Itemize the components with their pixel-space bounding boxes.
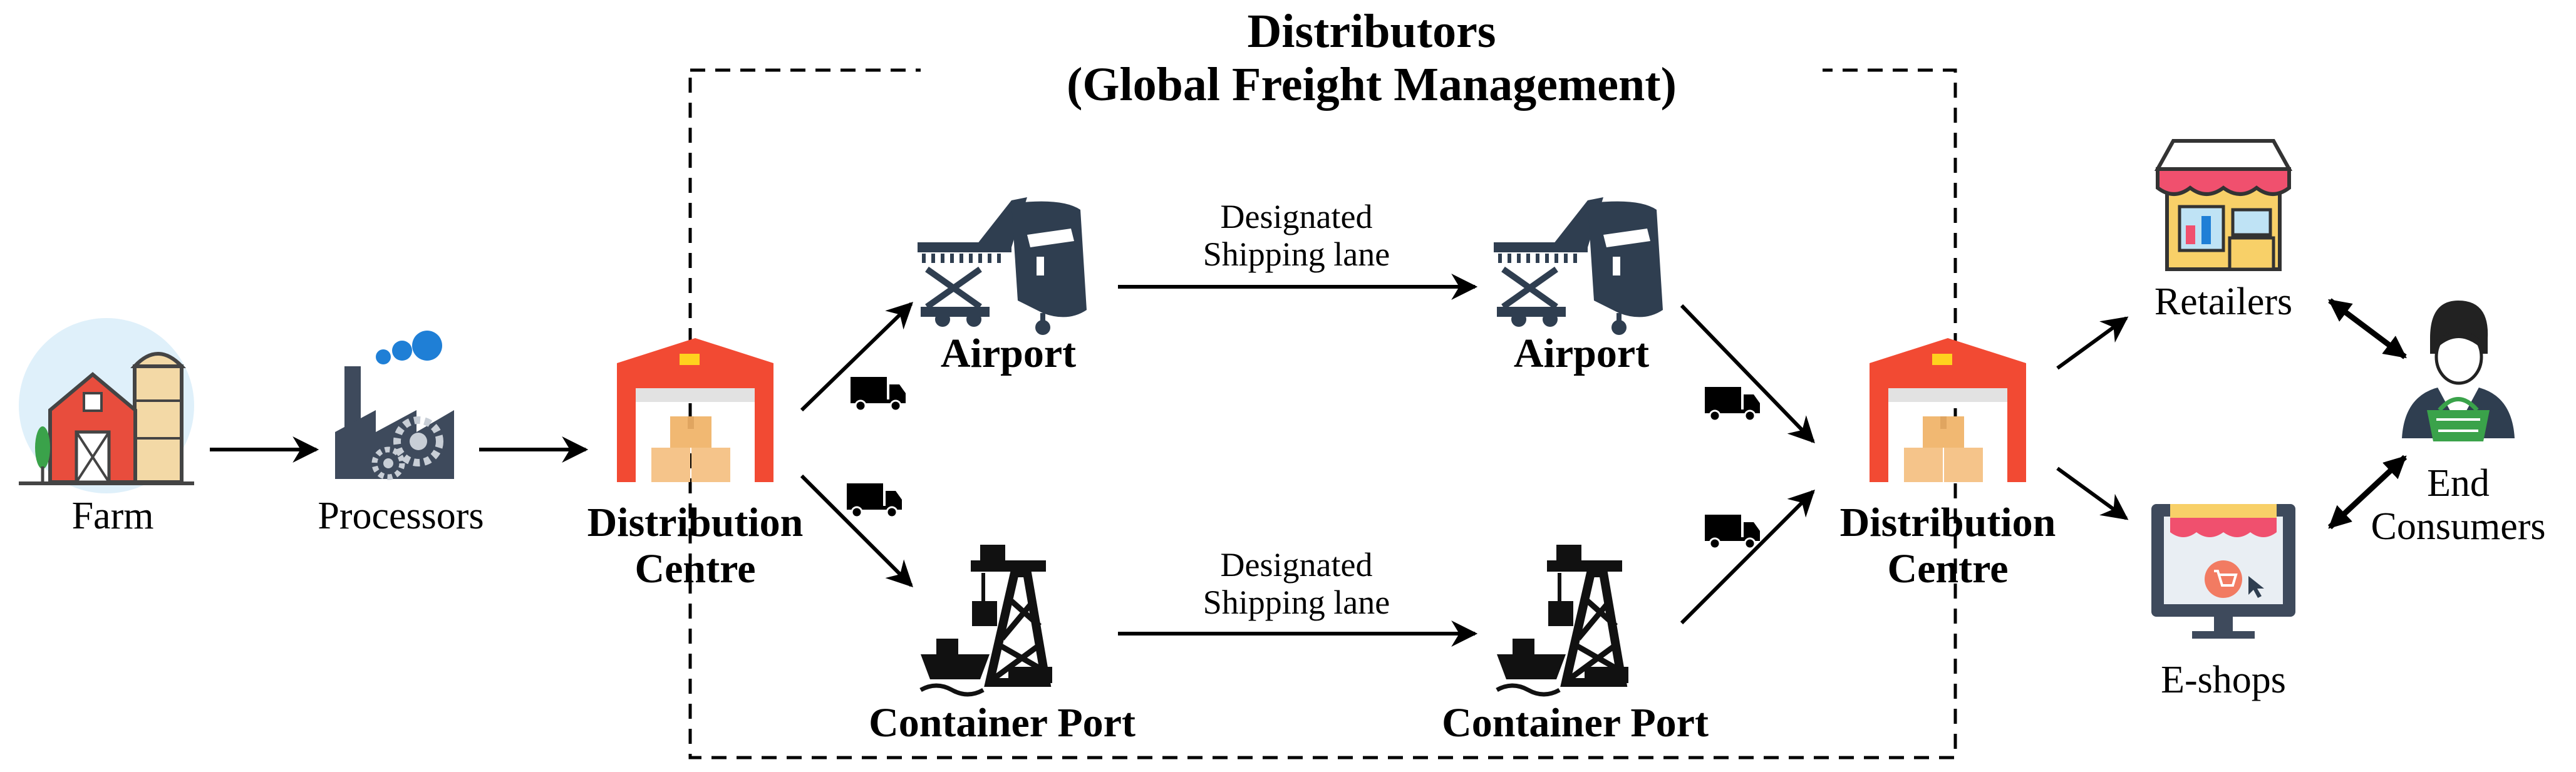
label-sea-lane-line1: Designated: [1220, 546, 1373, 584]
storefront-icon: [2154, 139, 2293, 271]
container-port-crane-icon-right: [1496, 545, 1628, 697]
label-dc-left-line2: Centre: [634, 545, 756, 592]
label-eshops: E-shops: [2161, 659, 2286, 701]
title-line1: Distributors: [1247, 5, 1496, 58]
arrow-dc-to-retailers: [2056, 316, 2129, 370]
cargo-airplane-icon-right: [1494, 197, 1663, 335]
label-processors: Processors: [318, 495, 484, 537]
label-air-lane: Designated Shipping lane: [1140, 198, 1453, 274]
consumer-with-basket-icon: [2402, 301, 2515, 441]
farm-barn-icon: [19, 318, 194, 493]
label-consumers-line2: Consumers: [2371, 505, 2546, 548]
title-line2: (Global Freight Management): [1067, 58, 1677, 111]
label-farm: Farm: [71, 495, 154, 537]
container-port-crane-icon-left: [919, 545, 1052, 697]
label-air-lane-line1: Designated: [1220, 198, 1373, 235]
distributors-boundary: [688, 68, 1957, 759]
truck-icon: [851, 377, 906, 412]
truck-icon: [847, 483, 902, 518]
label-dc-right-line2: Centre: [1887, 545, 2009, 592]
arrow-eshops-consumers: [2327, 455, 2408, 530]
label-port-right: Container Port: [1442, 700, 1709, 746]
label-retailers: Retailers: [2154, 280, 2293, 323]
arrow-airport-to-dc: [1680, 304, 1815, 444]
warehouse-icon-right: [1870, 338, 2026, 482]
factory-icon: [335, 331, 454, 480]
arrow-dc-to-port: [800, 474, 913, 587]
label-consumers-line1: End: [2427, 462, 2490, 505]
diagram-title: Distributors (Global Freight Management): [921, 5, 1823, 112]
label-airport-left: Airport: [940, 331, 1077, 376]
label-dc-right-line1: Distribution: [1839, 500, 2056, 545]
warehouse-icon-left: [617, 338, 773, 482]
arrow-retailers-consumers: [2328, 298, 2407, 359]
label-sea-lane-line2: Shipping lane: [1203, 584, 1390, 622]
truck-icon: [1705, 515, 1760, 550]
arrow-dc-to-airport: [800, 302, 914, 412]
label-port-left: Container Port: [869, 700, 1135, 746]
online-shop-monitor-icon: [2151, 504, 2295, 639]
cargo-airplane-icon-left: [918, 197, 1087, 335]
label-airport-right: Airport: [1513, 331, 1650, 376]
label-air-lane-line2: Shipping lane: [1203, 235, 1390, 274]
truck-icon: [1705, 387, 1760, 422]
label-consumers: End Consumers: [2349, 462, 2568, 549]
label-dc-right: Distribution Centre: [1819, 500, 2076, 592]
arrow-dc-to-eshops: [2056, 466, 2129, 520]
label-dc-left: Distribution Centre: [567, 500, 824, 592]
label-sea-lane: Designated Shipping lane: [1140, 546, 1453, 622]
label-dc-left-line1: Distribution: [587, 500, 804, 545]
arrow-port-to-dc: [1680, 490, 1815, 625]
